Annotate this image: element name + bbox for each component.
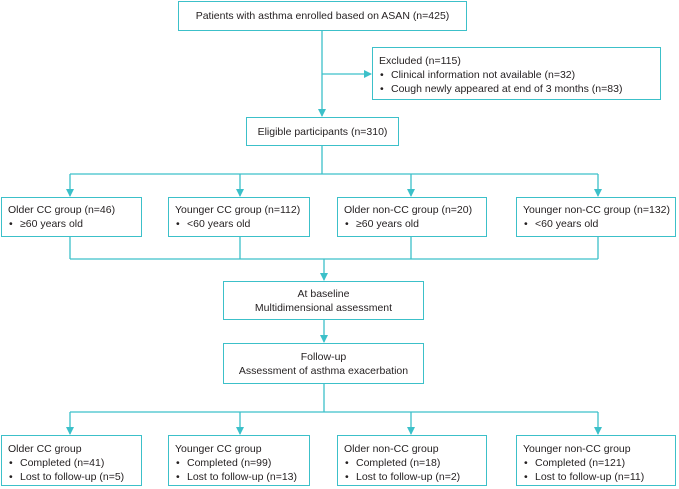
group-title: Younger CC group (n=112) — [175, 204, 301, 216]
enrolled-box: Patients with asthma enrolled based on A… — [178, 1, 467, 31]
group-age: ≥60 years old — [344, 217, 480, 231]
outcome-completed: Completed (n=41) — [8, 456, 135, 470]
eligible-box: Eligible participants (n=310) — [246, 117, 399, 146]
group-age: <60 years old — [175, 217, 303, 231]
outcome-title: Younger CC group — [175, 443, 262, 455]
outcome-completed: Completed (n=18) — [344, 456, 480, 470]
followup-line-2: Assessment of asthma exacerbation — [238, 364, 409, 377]
outcome-title: Younger non-CC group — [523, 443, 631, 455]
followup-line-1: Follow-up — [300, 350, 347, 363]
group-title: Older CC group (n=46) — [8, 204, 116, 216]
baseline-line-2: Multidimensional assessment — [254, 301, 393, 314]
group-box-younger-cc: Younger CC group (n=112) <60 years old — [168, 197, 310, 237]
outcome-completed: Completed (n=121) — [523, 456, 669, 470]
outcome-title: Older non-CC group — [344, 443, 439, 455]
enrolled-label: Patients with asthma enrolled based on A… — [195, 10, 450, 22]
excluded-title: Excluded (n=115) — [379, 55, 461, 67]
outcome-box-younger-cc: Younger CC group Completed (n=99) Lost t… — [168, 435, 310, 486]
outcome-lost: Lost to follow-up (n=5) — [8, 470, 135, 484]
group-box-younger-non-cc: Younger non-CC group (n=132) <60 years o… — [516, 197, 676, 237]
excluded-box: Excluded (n=115) Clinical information no… — [372, 47, 661, 100]
outcome-lost: Lost to follow-up (n=11) — [523, 470, 669, 484]
outcome-title: Older CC group — [8, 443, 82, 455]
eligible-label: Eligible participants (n=310) — [257, 125, 388, 138]
outcome-box-older-cc: Older CC group Completed (n=41) Lost to … — [1, 435, 142, 486]
outcome-box-older-non-cc: Older non-CC group Completed (n=18) Lost… — [337, 435, 487, 486]
excluded-item-2: Cough newly appeared at end of 3 months … — [379, 82, 654, 96]
group-title: Younger non-CC group (n=132) — [523, 204, 671, 216]
outcome-lost: Lost to follow-up (n=13) — [175, 470, 303, 484]
baseline-line-1: At baseline — [297, 287, 350, 300]
followup-box: Follow-up Assessment of asthma exacerbat… — [223, 343, 424, 384]
group-box-older-non-cc: Older non-CC group (n=20) ≥60 years old — [337, 197, 487, 237]
group-age: ≥60 years old — [8, 217, 135, 231]
excluded-item-1: Clinical information not available (n=32… — [379, 68, 654, 82]
outcome-box-younger-non-cc: Younger non-CC group Completed (n=121) L… — [516, 435, 676, 486]
group-title: Older non-CC group (n=20) — [344, 204, 473, 216]
group-box-older-cc: Older CC group (n=46) ≥60 years old — [1, 197, 142, 237]
outcome-lost: Lost to follow-up (n=2) — [344, 470, 480, 484]
baseline-box: At baseline Multidimensional assessment — [223, 281, 424, 320]
outcome-completed: Completed (n=99) — [175, 456, 303, 470]
group-age: <60 years old — [523, 217, 669, 231]
